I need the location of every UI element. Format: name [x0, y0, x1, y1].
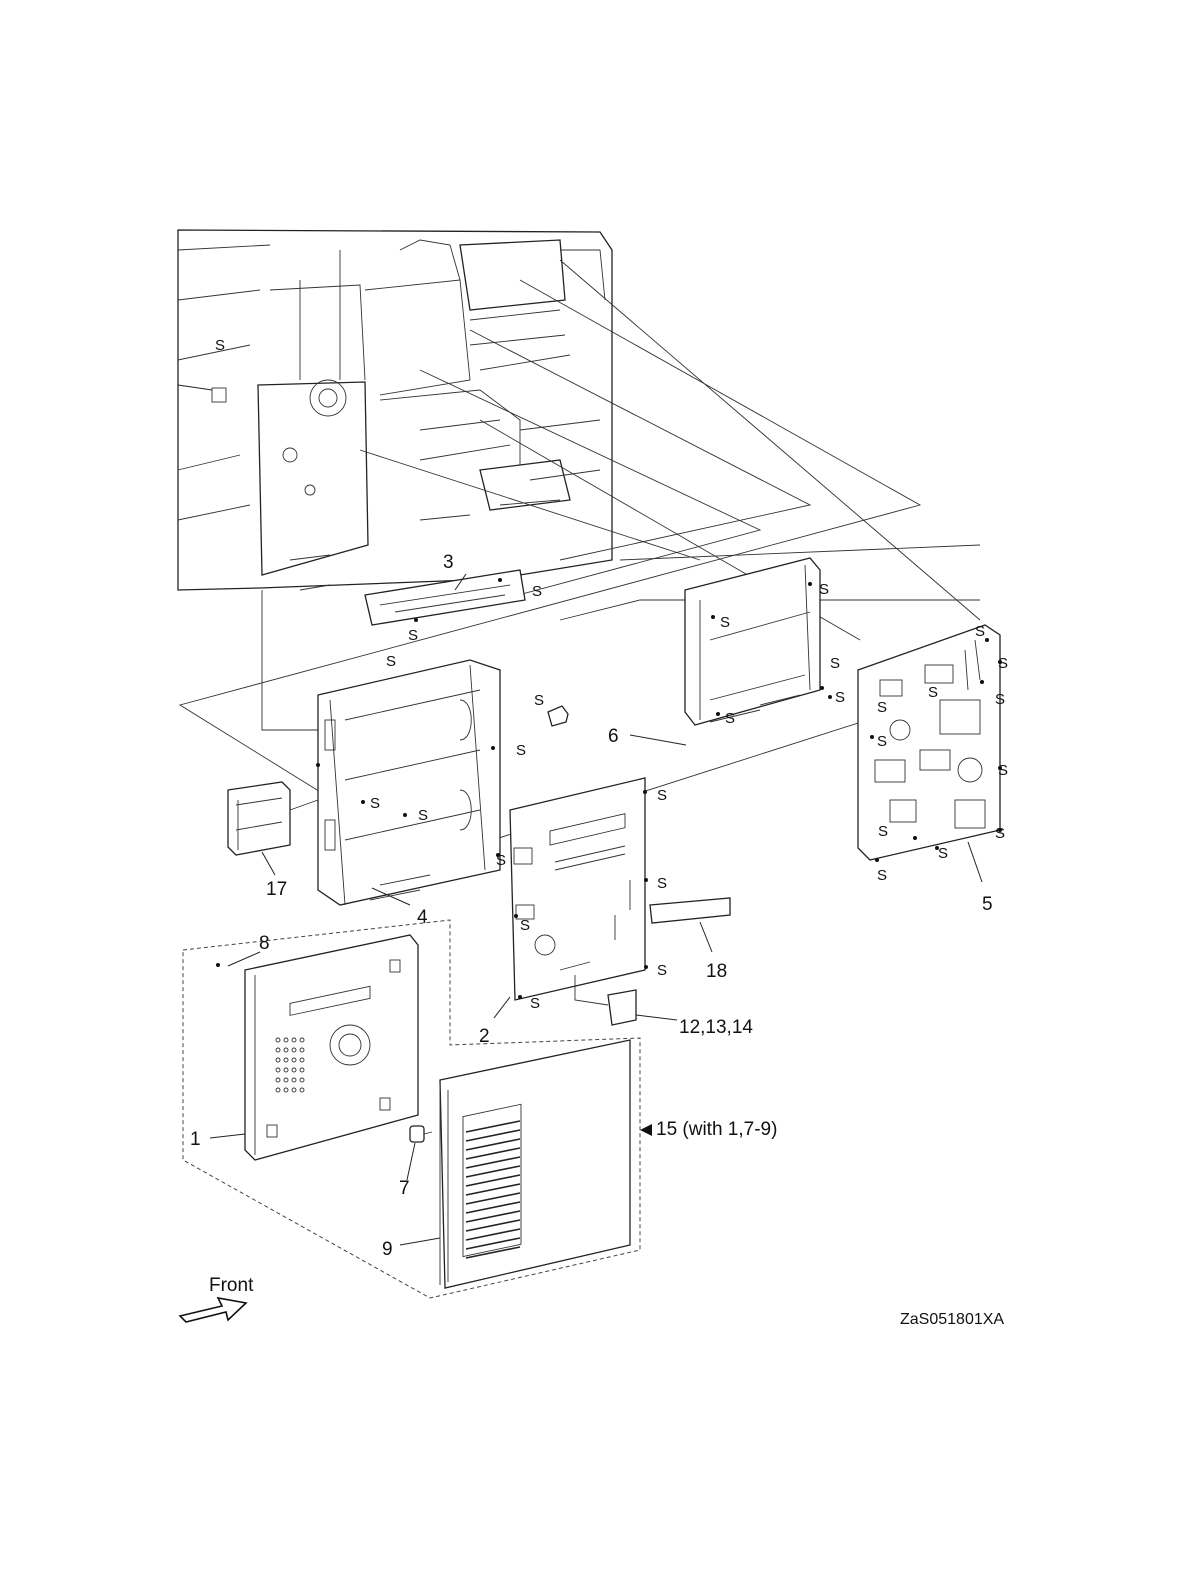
screw-label: S: [657, 962, 667, 979]
screw-label: S: [830, 655, 840, 672]
screw-label: S: [878, 823, 888, 840]
front-direction-indicator: Front: [180, 1275, 254, 1322]
callout-5: 5: [982, 894, 993, 915]
callout-1: 1: [190, 1129, 201, 1150]
screw-label: S: [516, 742, 526, 759]
screw-label: S: [819, 581, 829, 598]
screw-label: S: [995, 825, 1005, 842]
screw-label: S: [657, 787, 667, 804]
screw-label: S: [418, 807, 428, 824]
screw-label: S: [215, 337, 225, 354]
screw-label: S: [657, 875, 667, 892]
screw-label: S: [998, 762, 1008, 779]
callout-6: 6: [608, 726, 619, 747]
part-9-vent-cover: [440, 1040, 630, 1288]
screw-label: S: [835, 689, 845, 706]
part-1-rear-panel: [216, 935, 418, 1160]
assembly-marker-icon: [640, 1124, 652, 1136]
screw-label: S: [520, 917, 530, 934]
screw-label: S: [877, 733, 887, 750]
printer-frame: [178, 230, 612, 590]
callout-4: 4: [417, 907, 428, 928]
screw-label: S: [998, 655, 1008, 672]
screw-label: S: [995, 691, 1005, 708]
screw-label: S: [720, 614, 730, 631]
screw-label: S: [386, 653, 396, 670]
screw-label: S: [408, 627, 418, 644]
screw-label: S: [928, 684, 938, 701]
callout-9: 9: [382, 1239, 393, 1260]
callout-3: 3: [443, 552, 454, 573]
part-17-module: [228, 782, 318, 855]
screw-label: S: [370, 795, 380, 812]
part-4-chassis: [316, 660, 500, 905]
callout-18: 18: [706, 961, 727, 982]
connector-clip: [548, 706, 568, 726]
part-2-controller-board: [510, 778, 648, 1025]
screw-label: S: [725, 710, 735, 727]
screw-label: S: [877, 699, 887, 716]
callout-15: 15 (with 1,7-9): [656, 1119, 777, 1140]
callout-7: 7: [399, 1178, 410, 1199]
screw-label: S: [530, 995, 540, 1012]
screw-label: S: [938, 845, 948, 862]
callout-2: 2: [479, 1026, 490, 1047]
screw-label: S: [496, 852, 506, 869]
part-7-knob: [410, 1126, 432, 1142]
screw-label: S: [532, 583, 542, 600]
part-6-psu-bracket: [685, 558, 832, 725]
screw-label: S: [975, 623, 985, 640]
callout-8: 8: [259, 933, 270, 954]
front-label: Front: [209, 1275, 254, 1296]
screw-label: S: [534, 692, 544, 709]
part-18-label: [650, 898, 730, 923]
callout-17: 17: [266, 879, 287, 900]
front-arrow-icon: [180, 1298, 246, 1322]
figure-code: ZaS051801XA: [900, 1311, 1004, 1328]
callout-12-13-14: 12,13,14: [679, 1017, 753, 1038]
screw-label: S: [877, 867, 887, 884]
